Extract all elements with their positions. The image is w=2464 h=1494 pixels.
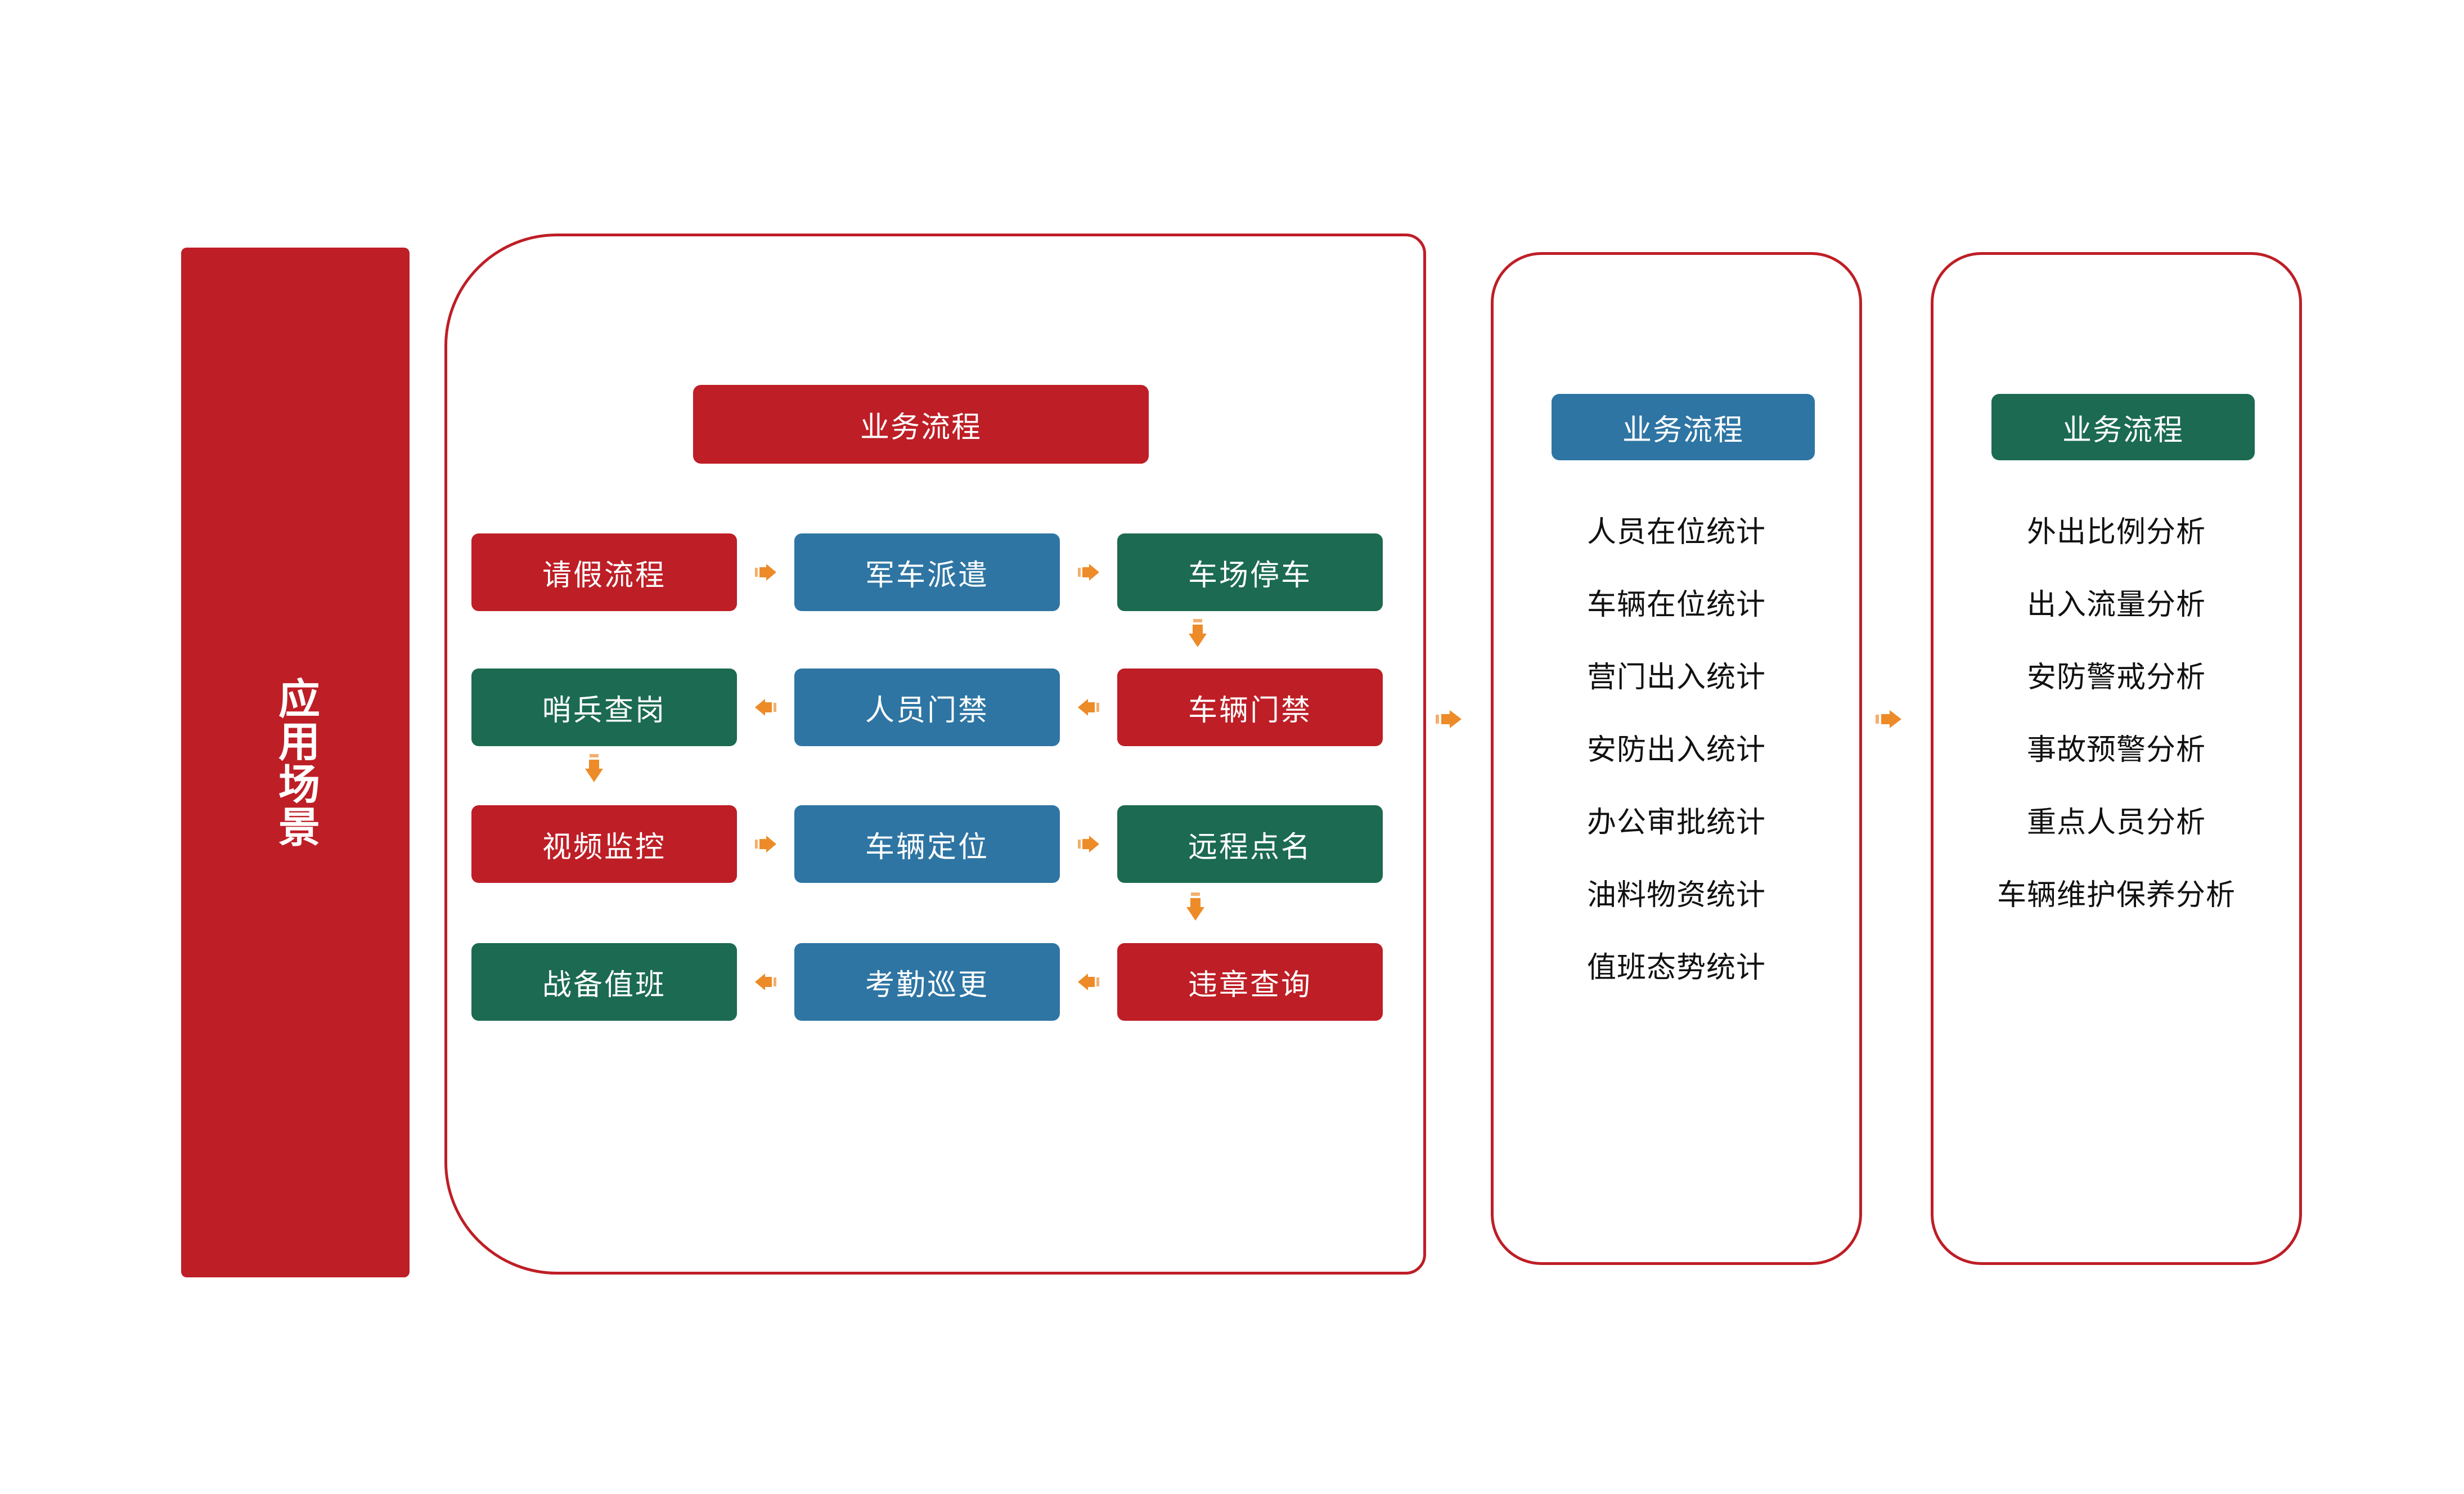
application-scenario-banner: 应用场景: [181, 248, 410, 1277]
arrow-left-icon: [753, 969, 779, 995]
flow-box-label: 车辆定位: [865, 830, 989, 864]
flow-box-label: 车辆门禁: [1188, 693, 1312, 728]
flow-box-chechangtingche[interactable]: 车场停车: [1117, 533, 1383, 611]
flow-box-kaoqinxungeng[interactable]: 考勤巡更: [794, 943, 1060, 1021]
analysis-panel-header: 业务流程: [1991, 394, 2255, 460]
flow-box-zhanbeizhiban[interactable]: 战备值班: [471, 943, 737, 1021]
list-item[interactable]: 出入流量分析: [2026, 588, 2206, 622]
list-item[interactable]: 值班态势统计: [1586, 951, 1766, 985]
arrow-left-icon: [753, 694, 779, 720]
flow-box-label: 军车派遣: [865, 558, 989, 593]
flow-row: 哨兵查岗 人员门禁 车辆门禁: [471, 669, 1383, 746]
flow-box-junchepaiqian[interactable]: 军车派遣: [794, 533, 1060, 611]
analysis-list: 外出比例分析 出入流量分析 安防警戒分析 事故预警分析 重点人员分析 车辆维护保…: [1931, 518, 2302, 953]
flow-box-weizhangchaxun[interactable]: 违章查询: [1117, 943, 1383, 1021]
arrow-right-icon: [1433, 706, 1465, 733]
arrow-down-icon: [1183, 891, 1208, 926]
flow-arrow-slot: [737, 533, 794, 611]
list-item[interactable]: 营门出入统计: [1586, 661, 1766, 694]
flow-box-qingjialiucheng[interactable]: 请假流程: [471, 533, 737, 611]
list-item[interactable]: 车辆在位统计: [1586, 588, 1766, 622]
arrow-right-icon: [753, 831, 779, 857]
arrow-down-icon: [582, 753, 606, 788]
statistics-panel-header-label: 业务流程: [1622, 413, 1744, 447]
flow-box-label: 战备值班: [542, 968, 666, 1002]
process-flow-grid: 请假流程 军车派遣 车场停车: [471, 533, 1383, 1021]
flow-box-label: 视频监控: [542, 830, 666, 864]
arrow-right-icon: [753, 559, 779, 585]
arrow-right-icon: [1076, 831, 1101, 857]
flow-box-label: 违章查询: [1188, 968, 1312, 1002]
flow-box-yuanchengdianming[interactable]: 远程点名: [1117, 805, 1383, 883]
flow-box-cheliangmenjin[interactable]: 车辆门禁: [1117, 669, 1383, 746]
process-panel-header-label: 业务流程: [860, 410, 982, 445]
flow-row: 视频监控 车辆定位 远程点名: [471, 805, 1383, 883]
analysis-panel-header-label: 业务流程: [2062, 413, 2184, 447]
flow-arrow-slot: [1060, 805, 1117, 883]
statistics-panel-header: 业务流程: [1552, 394, 1815, 460]
list-item[interactable]: 油料物资统计: [1586, 878, 1766, 912]
list-item[interactable]: 外出比例分析: [2026, 515, 2206, 549]
flow-box-label: 请假流程: [542, 558, 666, 593]
arrow-down-icon: [1185, 618, 1210, 653]
flow-arrow-slot: [737, 943, 794, 1021]
arrow-right-icon: [1873, 706, 1905, 733]
flow-box-cheliangdingwei[interactable]: 车辆定位: [794, 805, 1060, 883]
flow-arrow-slot: [1060, 669, 1117, 746]
flow-row: 请假流程 军车派遣 车场停车: [471, 533, 1383, 611]
flow-box-shaobingchagang[interactable]: 哨兵查岗: [471, 669, 737, 746]
flow-box-renyuanmenjin[interactable]: 人员门禁: [794, 669, 1060, 746]
flow-box-shipinjiankong[interactable]: 视频监控: [471, 805, 737, 883]
flow-box-label: 车场停车: [1188, 558, 1312, 593]
arrow-left-icon: [1076, 969, 1101, 995]
flow-box-label: 考勤巡更: [865, 968, 989, 1002]
list-item[interactable]: 办公审批统计: [1586, 806, 1766, 840]
arrow-right-icon: [1076, 559, 1101, 585]
flow-arrow-slot: [1060, 533, 1117, 611]
flow-arrow-slot: [737, 669, 794, 746]
flow-box-label: 人员门禁: [865, 693, 989, 728]
process-panel-header: 业务流程: [693, 385, 1149, 464]
list-item[interactable]: 事故预警分析: [2026, 733, 2206, 767]
flow-row: 战备值班 考勤巡更 违章查询: [471, 943, 1383, 1021]
statistics-list: 人员在位统计 车辆在位统计 营门出入统计 安防出入统计 办公审批统计 油料物资统…: [1491, 518, 1862, 1026]
list-item[interactable]: 重点人员分析: [2026, 806, 2206, 840]
application-scenario-label: 应用场景: [271, 677, 320, 848]
flow-box-label: 远程点名: [1188, 830, 1312, 864]
list-item[interactable]: 安防出入统计: [1586, 733, 1766, 767]
flow-arrow-slot: [1060, 943, 1117, 1021]
list-item[interactable]: 安防警戒分析: [2026, 661, 2206, 694]
arrow-left-icon: [1076, 694, 1101, 720]
flow-arrow-slot: [737, 805, 794, 883]
flow-box-label: 哨兵查岗: [542, 693, 666, 728]
list-item[interactable]: 人员在位统计: [1586, 515, 1766, 549]
list-item[interactable]: 车辆维护保养分析: [1997, 878, 2236, 912]
